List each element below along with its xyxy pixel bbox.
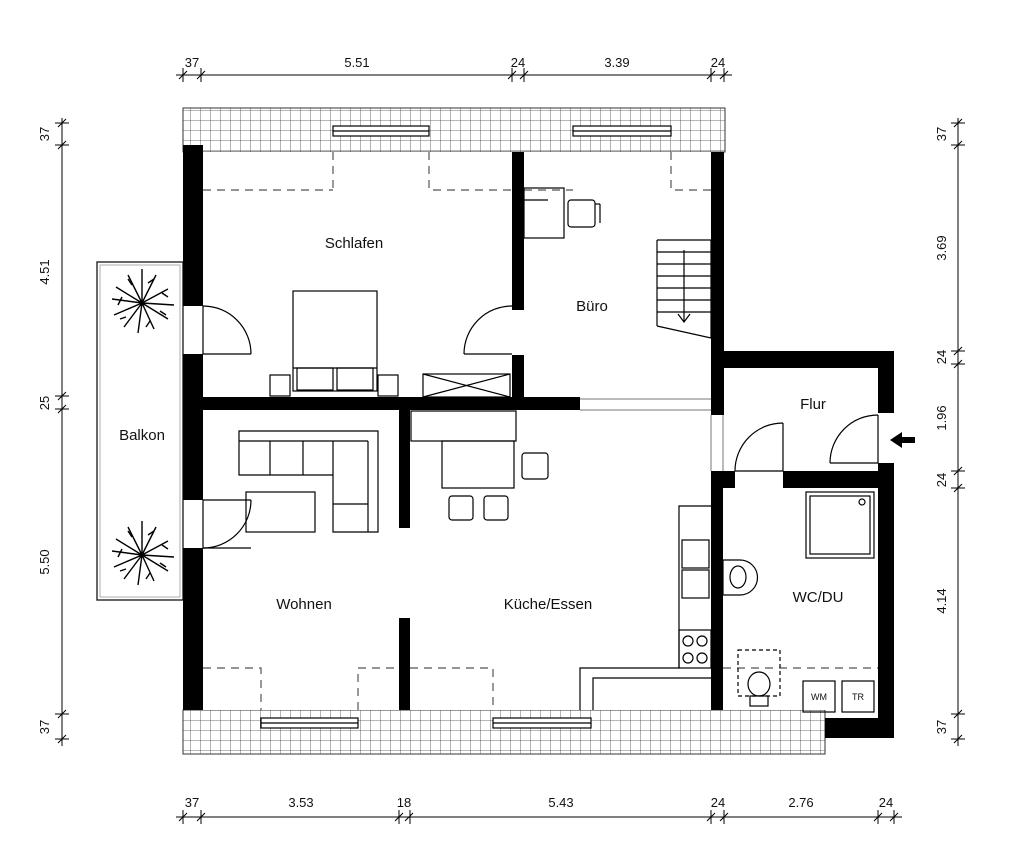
bathroom-fixtures bbox=[722, 491, 875, 713]
dim-bottom-6: 2.76 bbox=[788, 795, 813, 810]
dim-top-3: 24 bbox=[511, 55, 525, 70]
kitchen-counter bbox=[579, 505, 712, 710]
stairs bbox=[656, 239, 712, 339]
dim-left-4: 5.50 bbox=[37, 549, 52, 574]
bed-icon bbox=[269, 290, 399, 397]
dim-left-3: 25 bbox=[37, 396, 52, 410]
dim-bottom-3: 18 bbox=[397, 795, 411, 810]
dim-right-1: 37 bbox=[934, 127, 949, 141]
dim-left-5: 37 bbox=[37, 720, 52, 734]
desk-icon bbox=[523, 187, 601, 239]
dim-right-3: 24 bbox=[934, 350, 949, 364]
dim-left-2: 4.51 bbox=[37, 259, 52, 284]
sofa-icon bbox=[238, 430, 379, 533]
room-label-flur: Flur bbox=[800, 396, 826, 413]
dim-left-1: 37 bbox=[37, 127, 52, 141]
dim-bottom-5: 24 bbox=[711, 795, 725, 810]
dim-top-5: 24 bbox=[711, 55, 725, 70]
dim-right-5: 24 bbox=[934, 473, 949, 487]
room-label-kueche: Küche/Essen bbox=[504, 596, 592, 613]
dim-right-2: 3.69 bbox=[934, 235, 949, 260]
washing-machine-label: WM bbox=[811, 692, 827, 702]
dim-right-7: 37 bbox=[934, 720, 949, 734]
room-label-balkon: Balkon bbox=[119, 427, 165, 444]
roof-slope-lines bbox=[203, 152, 878, 710]
dim-top-4: 3.39 bbox=[604, 55, 629, 70]
room-label-schlafen: Schlafen bbox=[325, 235, 383, 252]
dim-right-4: 1.96 bbox=[934, 405, 949, 430]
wardrobe bbox=[422, 373, 511, 398]
dim-top-1: 37 bbox=[185, 55, 199, 70]
dining-table bbox=[410, 410, 549, 521]
room-label-buero: Büro bbox=[576, 298, 608, 315]
dim-bottom-4: 5.43 bbox=[548, 795, 573, 810]
walls bbox=[183, 145, 894, 738]
dim-bottom-2: 3.53 bbox=[288, 795, 313, 810]
roof-tiles-bottom bbox=[182, 709, 826, 755]
dim-bottom-7: 24 bbox=[879, 795, 893, 810]
dimension-lines bbox=[55, 68, 965, 824]
dim-top-2: 5.51 bbox=[344, 55, 369, 70]
windows bbox=[260, 125, 672, 729]
dim-bottom-1: 37 bbox=[185, 795, 199, 810]
entrance-arrow-icon bbox=[890, 432, 915, 448]
room-label-wcdu: WC/DU bbox=[793, 589, 844, 606]
plant-icon bbox=[111, 521, 175, 586]
plant-icon bbox=[111, 269, 175, 334]
room-label-wohnen: Wohnen bbox=[276, 596, 332, 613]
doors bbox=[202, 305, 879, 549]
dryer-label: TR bbox=[852, 692, 864, 702]
dim-right-6: 4.14 bbox=[934, 588, 949, 613]
